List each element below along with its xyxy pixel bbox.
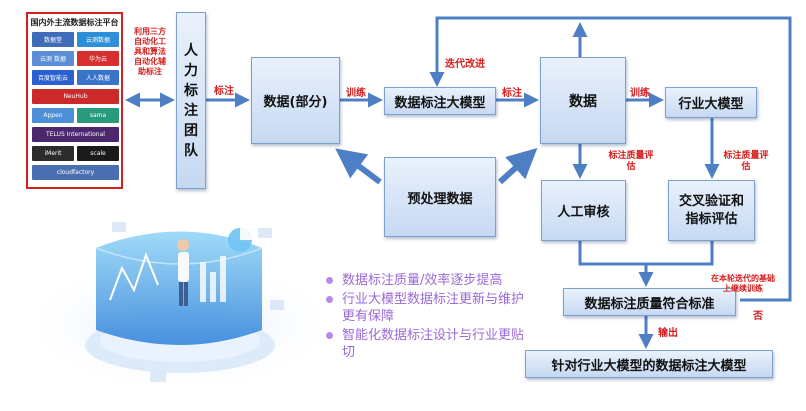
benefit-item: 行业大模型数据标注更新与维护更有保障 xyxy=(322,291,527,325)
preprocess-box: 预处理数据 xyxy=(384,157,496,237)
platform-logo: 百度智能云 xyxy=(32,70,74,85)
label-model-box: 数据标注大模型 xyxy=(384,87,496,115)
label-iterate: 迭代改进 xyxy=(445,59,485,70)
label-quality-1: 标注质量评估 xyxy=(608,151,654,172)
label-no: 否 xyxy=(753,311,763,322)
label-continue: 在本轮迭代的基础上继续训练 xyxy=(711,273,775,293)
platform-logo: 云测数据 xyxy=(77,32,119,47)
human-team-box: 人力标注团队 xyxy=(176,12,206,189)
bullet-dot-icon xyxy=(326,296,333,303)
final-model-box: 针对行业大模型的数据标注大模型 xyxy=(525,350,773,378)
label-annotate-2: 标注 xyxy=(502,88,522,99)
label-train-1: 训练 xyxy=(346,88,366,99)
platform-logo: cloudfactory xyxy=(32,165,119,180)
industry-model-box: 行业大模型 xyxy=(665,87,757,118)
manual-review-label: 人工审核 xyxy=(557,205,610,220)
data-part-box: 数据(部分) xyxy=(251,57,340,144)
platform-logo: 数据堂 xyxy=(32,32,74,47)
auto-tool-note: 利用三方自动化工具和算法自动化辅助标注 xyxy=(134,26,166,76)
platform-logo: TELUS International xyxy=(32,127,119,142)
industry-model-label: 行业大模型 xyxy=(678,97,744,112)
bullet-dot-icon xyxy=(326,332,333,339)
data-box: 数据 xyxy=(540,57,626,144)
label-train-2: 训练 xyxy=(630,88,650,99)
final-model-label: 针对行业大模型的数据标注大模型 xyxy=(551,358,747,374)
label-model-label: 数据标注大模型 xyxy=(394,95,486,111)
cross-validate-label: 交叉验证和指标评估 xyxy=(678,193,744,227)
quality-ok-box: 数据标注质量符合标准 xyxy=(563,288,736,316)
platform-logo: 云测 数据 xyxy=(32,51,74,66)
label-quality-2: 标注质量评估 xyxy=(723,151,769,172)
benefit-text: 数据标注质量/效率逐步提高 xyxy=(342,273,503,288)
platform-title: 国内外主流数据标注平台 xyxy=(30,18,119,27)
bullet-dot-icon xyxy=(326,277,333,284)
quality-ok-label: 数据标注质量符合标准 xyxy=(584,296,715,312)
data-label: 数据 xyxy=(569,93,597,110)
label-output: 输出 xyxy=(658,328,678,339)
illustration xyxy=(20,222,340,395)
cross-validate-box: 交叉验证和指标评估 xyxy=(668,180,755,241)
label-annotate-1: 标注 xyxy=(214,86,234,97)
platform-logo: Appen xyxy=(32,108,74,123)
platform-logo: NeuHub xyxy=(32,89,119,104)
benefit-list: 数据标注质量/效率逐步提高 行业大模型数据标注更新与维护更有保障 智能化数据标注… xyxy=(322,272,527,363)
annotation-platforms-panel: 国内外主流数据标注平台 数据堂云测数据云测 数据华为云百度智能云人人数据 NeuH… xyxy=(26,12,123,189)
benefit-text: 智能化数据标注设计与行业更贴切 xyxy=(342,328,525,360)
human-team-label: 人力标注团队 xyxy=(184,42,198,159)
platform-logo: 人人数据 xyxy=(77,70,119,85)
platform-logo: 华为云 xyxy=(77,51,119,66)
benefit-item: 智能化数据标注设计与行业更贴切 xyxy=(322,327,527,361)
benefit-item: 数据标注质量/效率逐步提高 xyxy=(322,272,527,289)
preprocess-label: 预处理数据 xyxy=(407,191,473,207)
data-part-label: 数据(部分) xyxy=(263,95,328,110)
platform-logo: iMerit xyxy=(32,146,74,161)
platform-logo: sama xyxy=(77,108,119,123)
platform-logo: scale xyxy=(77,146,119,161)
manual-review-box: 人工审核 xyxy=(541,180,626,241)
benefit-text: 行业大模型数据标注更新与维护更有保障 xyxy=(342,292,525,324)
